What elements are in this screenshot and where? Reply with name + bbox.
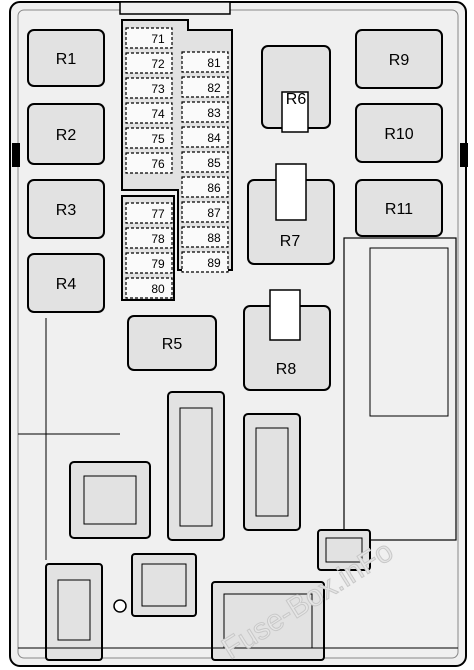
fuse-76-slot bbox=[125, 152, 173, 174]
fuse-83-slot bbox=[181, 101, 229, 123]
left-tab bbox=[12, 143, 20, 167]
fuse-72-slot bbox=[125, 52, 173, 74]
relay-r10-box bbox=[355, 103, 443, 163]
relay-r2-label: R2 bbox=[56, 127, 77, 144]
fuse-83-label: 83 bbox=[207, 106, 221, 120]
fuse-89-label: 89 bbox=[207, 256, 221, 270]
fuse-80-label: 80 bbox=[151, 282, 165, 296]
fuse-75-slot bbox=[125, 127, 173, 149]
connector-small-right-inner bbox=[325, 537, 363, 563]
fuse-79-label: 79 bbox=[151, 257, 165, 271]
fuse-73-slot bbox=[125, 77, 173, 99]
fuse-76-label: 76 bbox=[151, 157, 165, 171]
fuse-82-label: 82 bbox=[207, 81, 221, 95]
top-notch bbox=[119, 1, 231, 15]
relay-r3-label: R3 bbox=[56, 202, 77, 219]
connector-bottom-center-inner bbox=[141, 563, 187, 607]
fuse-79-slot bbox=[125, 252, 173, 274]
relay-r4-label: R4 bbox=[56, 276, 77, 293]
fuse-77-slot bbox=[125, 202, 173, 224]
fuse-78-slot bbox=[125, 227, 173, 249]
fuse-71-slot bbox=[125, 27, 173, 49]
relay-r6-label: R6 bbox=[286, 91, 307, 108]
fuse-layer: 71 72 73 74 75 76 77 78 79 80 81 82 83 84 85 86 87 88 89 bbox=[125, 27, 229, 299]
relay-r9-label: R9 bbox=[389, 52, 410, 69]
relay-r6-socket bbox=[281, 91, 309, 133]
fuse-77-label: 77 bbox=[151, 207, 165, 221]
relay-r9-box bbox=[355, 29, 443, 89]
fuse-78-label: 78 bbox=[151, 232, 165, 246]
relay-r4-box bbox=[27, 253, 105, 313]
fuse-84-slot bbox=[181, 126, 229, 148]
relay-r8-socket bbox=[269, 289, 301, 341]
relay-r1-box bbox=[27, 29, 105, 87]
fuse-85-label: 85 bbox=[207, 156, 221, 170]
connector-center-left bbox=[167, 391, 225, 541]
fuse-88-slot bbox=[181, 226, 229, 248]
fuse-71-label: 71 bbox=[151, 32, 165, 46]
fuse-86-slot bbox=[181, 176, 229, 198]
relay-r7-socket bbox=[275, 163, 307, 221]
connector-bottom-left bbox=[45, 563, 103, 661]
connector-small-right bbox=[317, 529, 371, 571]
connector-bottom-left-inner bbox=[57, 579, 91, 641]
fuse-86-label: 86 bbox=[207, 181, 221, 195]
right-tab bbox=[460, 143, 468, 167]
relay-r8-label: R8 bbox=[276, 361, 297, 378]
connector-mid-left bbox=[69, 461, 151, 539]
connector-center-right bbox=[243, 413, 301, 531]
fuse-80-slot bbox=[125, 277, 173, 299]
connector-mid-left-inner bbox=[83, 475, 137, 525]
mounting-hole bbox=[113, 599, 127, 613]
relay-r11-label: R11 bbox=[385, 201, 413, 218]
connector-bottom-center bbox=[131, 553, 197, 617]
relay-r10-label: R10 bbox=[384, 126, 413, 143]
right-frame-inner bbox=[369, 247, 449, 417]
fuse-81-slot bbox=[181, 51, 229, 73]
fuse-82-slot bbox=[181, 76, 229, 98]
fuse-75-label: 75 bbox=[151, 132, 165, 146]
fuse-74-label: 74 bbox=[151, 107, 165, 121]
relay-r2-box bbox=[27, 103, 105, 165]
connector-bottom-wide bbox=[211, 581, 325, 661]
connector-center-left-inner bbox=[179, 407, 213, 527]
fuse-87-label: 87 bbox=[207, 206, 221, 220]
fuse-84-label: 84 bbox=[207, 131, 221, 145]
connector-center-right-inner bbox=[255, 427, 289, 517]
relay-r5-label: R5 bbox=[162, 336, 183, 353]
fuse-88-label: 88 bbox=[207, 231, 221, 245]
fuse-72-label: 72 bbox=[151, 57, 165, 71]
relay-r5-box bbox=[127, 315, 217, 371]
fuse-73-label: 73 bbox=[151, 82, 165, 96]
fuse-87-slot bbox=[181, 201, 229, 223]
fuse-81-label: 81 bbox=[207, 56, 221, 70]
fuse-89-slot bbox=[181, 251, 229, 273]
relay-r7-label: R7 bbox=[280, 233, 301, 250]
fuse-85-slot bbox=[181, 151, 229, 173]
relay-r11-box bbox=[355, 179, 443, 237]
relay-r1-label: R1 bbox=[56, 51, 77, 68]
right-frame bbox=[343, 237, 457, 541]
relay-r3-box bbox=[27, 179, 105, 239]
fuse-74-slot bbox=[125, 102, 173, 124]
